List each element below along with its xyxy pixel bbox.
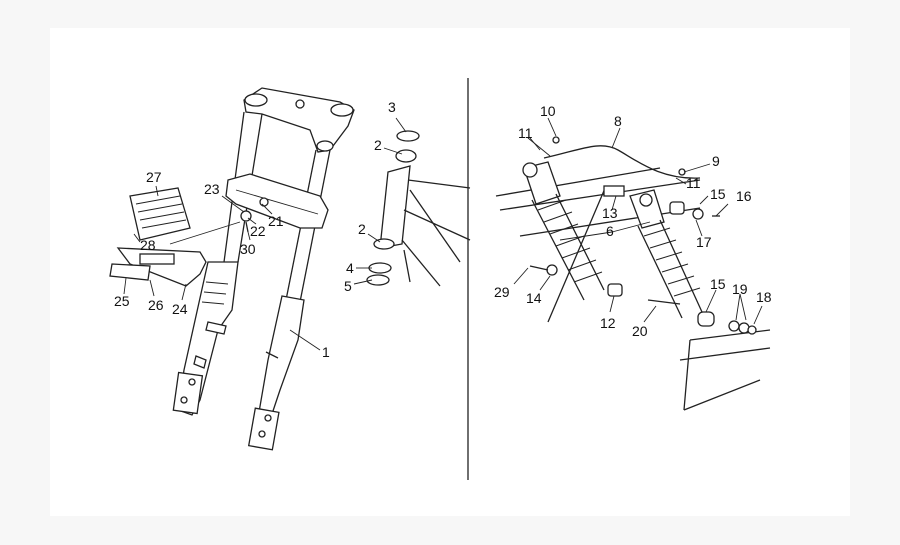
callout-labels: 1 2 3 2 4 5 21 22 23 24 25 26 27 28 30 6… [114,99,772,360]
callout-19: 19 [732,281,748,297]
callout-24: 24 [172,301,188,317]
callout-11: 11 [518,125,533,141]
callout-14: 14 [526,290,542,306]
callout-2b: 2 [358,221,366,237]
callout-18: 18 [756,289,772,305]
leader-lines [123,117,763,351]
callout-10: 10 [540,103,556,119]
front-fork-assembly [172,87,355,451]
rear-shock-left [522,161,605,301]
callout-11b: 11 [686,175,701,191]
mounting-bracket [116,247,207,287]
callout-13: 13 [602,205,618,221]
callout-22: 22 [250,223,266,239]
shock-bushing [603,185,625,197]
callout-16: 16 [736,188,752,204]
headlight-grille [129,187,191,241]
callout-15: 15 [710,186,726,202]
rear-shock-right [629,189,703,319]
callout-6: 6 [606,223,614,239]
callout-26: 26 [148,297,164,313]
callout-30: 30 [240,241,256,257]
shock-hose [543,145,701,179]
steering-head [366,130,471,287]
callout-12: 12 [600,315,616,331]
callout-8: 8 [614,113,622,129]
callout-21: 21 [268,213,284,229]
reflector [109,263,151,281]
callout-4: 4 [346,260,354,276]
callout-5: 5 [344,278,352,294]
callout-25: 25 [114,293,130,309]
callout-23: 23 [204,181,220,197]
callout-3: 3 [388,99,396,115]
callout-17: 17 [696,234,712,250]
callout-27: 27 [146,169,162,185]
callout-28: 28 [140,237,156,253]
callout-2: 2 [374,137,382,153]
callout-9: 9 [712,153,720,169]
callout-15b: 15 [710,276,726,292]
callout-29: 29 [494,284,510,300]
callout-20: 20 [632,323,648,339]
callout-1: 1 [322,344,330,360]
